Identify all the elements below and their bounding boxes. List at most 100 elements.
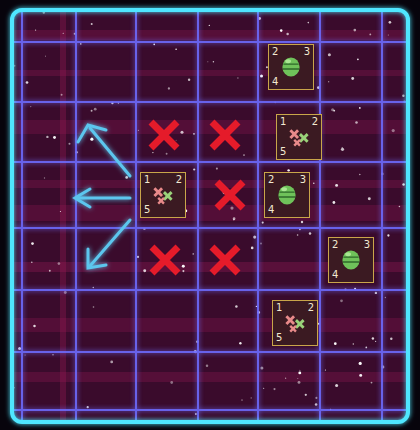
blocked-marks [151, 122, 243, 273]
game-tile: 1 2 5 [276, 114, 322, 160]
star-dot [372, 337, 374, 339]
star-dot [359, 374, 362, 377]
move-arrows [75, 125, 130, 268]
star-dot [298, 381, 301, 384]
star-dot [262, 222, 264, 224]
star-dot [286, 33, 289, 36]
star-dot [305, 394, 307, 396]
star-dot [24, 354, 25, 355]
star-dot [387, 234, 389, 236]
star-dot [315, 403, 318, 406]
star-dot [233, 217, 236, 220]
star-dot [68, 143, 70, 145]
star-dot [58, 262, 61, 265]
star-dot [31, 261, 33, 263]
star-dot [313, 182, 315, 184]
tile-number: 1 [280, 117, 286, 127]
star-dot [340, 299, 343, 302]
star-dot [297, 378, 298, 379]
star-dot [235, 305, 237, 307]
star-dot [152, 152, 153, 153]
star-dot [35, 30, 36, 31]
tile-number: 2 [268, 175, 274, 185]
tile-number: 2 [308, 303, 314, 313]
grid-lines [14, 12, 406, 420]
star-dot [90, 138, 93, 141]
star-dot [335, 184, 338, 187]
star-dot [263, 388, 264, 389]
star-dot [325, 369, 326, 370]
tile-number: 3 [300, 175, 306, 185]
star-dot [195, 413, 197, 415]
star-dot [333, 201, 336, 204]
star-dot [369, 34, 371, 36]
star-dot [170, 381, 173, 384]
star-dot [137, 256, 139, 258]
tile-number: 3 [304, 47, 310, 57]
star-dot [125, 176, 128, 179]
tile-number: 2 [312, 117, 318, 127]
star-dot [341, 148, 344, 151]
star-dot [61, 94, 63, 96]
star-dot [193, 253, 194, 254]
tile-number: 5 [144, 205, 150, 215]
star-dot [359, 174, 361, 176]
star-dot [402, 183, 404, 185]
star-dot [91, 23, 93, 25]
tile-number: 1 [144, 175, 150, 185]
star-dot [93, 306, 95, 308]
star-dot [46, 136, 48, 138]
star-dot [216, 168, 218, 170]
star-dot [260, 74, 263, 77]
star-dot [63, 33, 64, 34]
star-dot [241, 399, 243, 401]
star-dot [280, 29, 283, 32]
star-dot [93, 287, 95, 289]
star-dot [64, 291, 67, 294]
tile-number: 4 [268, 205, 274, 215]
star-dot [298, 371, 301, 374]
star-dot [375, 341, 376, 342]
board-bands [12, 10, 408, 422]
star-dot [26, 81, 29, 84]
star-dot [328, 81, 329, 82]
game-tile: 2 3 4 [264, 172, 310, 218]
tile-number: 2 [332, 240, 338, 250]
star-dot [375, 292, 377, 294]
star-dot [355, 121, 358, 124]
star-dot [371, 382, 373, 384]
star-dot [168, 87, 170, 89]
game-tile: 234 [268, 44, 314, 90]
star-dot [301, 221, 303, 223]
star-dot [315, 397, 317, 399]
board-ground [12, 10, 408, 422]
star-dot [207, 61, 208, 62]
game-tile: 125 [140, 172, 186, 218]
star-dot [299, 370, 300, 371]
game-tile: 234 [328, 237, 374, 283]
star-dot [49, 270, 51, 272]
star-dot [52, 354, 54, 356]
star-dot [297, 234, 299, 236]
star-dot [331, 108, 334, 111]
star-dot [213, 61, 214, 62]
star-dot [44, 177, 45, 178]
star-dot [53, 136, 56, 139]
star-dot [180, 131, 183, 134]
board-border [12, 10, 408, 422]
star-dot [33, 325, 36, 328]
star-dot [209, 25, 210, 26]
star-dot [260, 366, 263, 369]
star-dot [392, 129, 395, 132]
star-dot [91, 110, 93, 112]
tile-number: 4 [272, 77, 278, 87]
star-dot [359, 362, 362, 365]
star-dot [87, 406, 89, 408]
star-dot [273, 388, 275, 390]
star-dot [193, 133, 195, 135]
star-dot [335, 384, 338, 387]
star-dot [31, 242, 34, 245]
tile-number: 5 [280, 147, 286, 157]
star-dot [18, 347, 21, 350]
